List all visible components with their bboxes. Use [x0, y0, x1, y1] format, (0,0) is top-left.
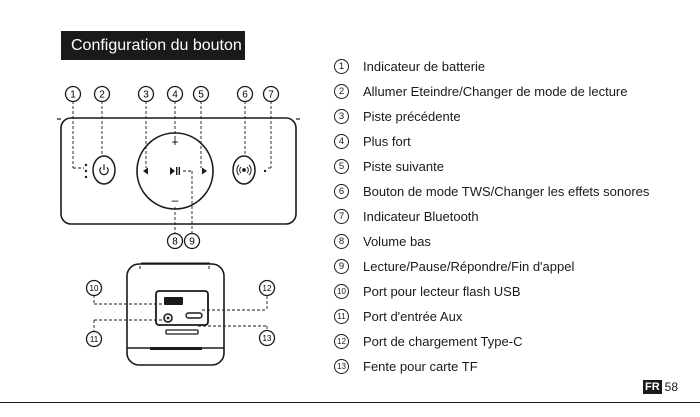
volume-up-plus[interactable]: +	[171, 135, 178, 149]
callout-5: 5	[192, 85, 210, 103]
svg-text:7: 7	[268, 90, 274, 101]
callout-3: 3	[137, 85, 155, 103]
section-title: Configuration du bouton	[61, 31, 245, 60]
svg-text:6: 6	[242, 90, 248, 101]
legend-text: Indicateur Bluetooth	[363, 209, 479, 224]
callout-8: 8	[166, 232, 184, 250]
legend-text: Piste suivante	[363, 159, 444, 174]
callout-10: 10	[85, 279, 103, 297]
legend-text: Volume bas	[363, 234, 431, 249]
legend-text: Piste précédente	[363, 109, 461, 124]
legend-list: 1 Indicateur de batterie 2 Allumer Eteindr…	[334, 54, 674, 379]
leader-lines-rear	[93, 295, 268, 331]
legend-text: Fente pour carte TF	[363, 359, 478, 374]
triangle-left-icon[interactable]	[143, 167, 148, 175]
legend-item: 10 Port pour lecteur flash USB	[334, 279, 674, 304]
legend-text: Indicateur de batterie	[363, 59, 486, 74]
svg-text:1: 1	[70, 90, 76, 101]
bluetooth-indicator-dot	[263, 169, 267, 173]
legend-item: 9 Lecture/Pause/Répondre/Fin d'appel	[334, 254, 674, 279]
speaker-top-view	[57, 117, 300, 225]
svg-text:11: 11	[90, 335, 99, 344]
legend-item: 3 Piste précédente	[334, 104, 674, 129]
callout-7: 7	[262, 85, 280, 103]
legend-number: 1	[334, 59, 349, 74]
legend-text: Port pour lecteur flash USB	[363, 284, 521, 299]
legend-text: Plus fort	[363, 134, 411, 149]
leader-lines-top	[72, 101, 272, 233]
power-button[interactable]	[92, 155, 116, 185]
bottom-rule	[0, 402, 700, 403]
tf-card-slot[interactable]	[165, 329, 199, 335]
legend-number: 10	[334, 284, 349, 299]
svg-text:5: 5	[198, 90, 204, 101]
legend-number: 2	[334, 84, 349, 99]
legend-text: Lecture/Pause/Répondre/Fin d'appel	[363, 259, 575, 274]
speaker-rear-view	[126, 262, 225, 366]
callout-1: 1	[64, 85, 82, 103]
port-panel	[155, 290, 209, 335]
callout-13: 13	[258, 329, 276, 347]
legend-number: 12	[334, 334, 349, 349]
page-number: 58	[664, 380, 679, 394]
legend-text: Port de chargement Type-C	[363, 334, 523, 349]
legend-item: 6 Bouton de mode TWS/Changer les effets s…	[334, 179, 674, 204]
legend-item: 8 Volume bas	[334, 229, 674, 254]
svg-text:8: 8	[172, 237, 178, 248]
volume-down-minus[interactable]: –	[172, 193, 179, 207]
callout-6: 6	[236, 85, 254, 103]
svg-text:4: 4	[172, 90, 178, 101]
tws-signal-icon	[236, 164, 252, 176]
legend-number: 7	[334, 209, 349, 224]
legend-number: 11	[334, 309, 349, 324]
play-pause-icon[interactable]	[170, 167, 180, 175]
battery-indicator-dots	[84, 163, 88, 179]
callout-12: 12	[258, 279, 276, 297]
legend-text: Bouton de mode TWS/Changer les effets so…	[363, 184, 650, 199]
tws-button[interactable]	[232, 155, 256, 185]
legend-item: 1 Indicateur de batterie	[334, 54, 674, 79]
legend-item: 13 Fente pour carte TF	[334, 354, 674, 379]
legend-item: 2 Allumer Eteindre/Changer de mode de lec…	[334, 79, 674, 104]
legend-number: 9	[334, 259, 349, 274]
callout-2: 2	[93, 85, 111, 103]
legend-item: 4 Plus fort	[334, 129, 674, 154]
triangle-right-icon[interactable]	[202, 167, 207, 175]
callout-11: 11	[85, 330, 103, 348]
legend-number: 3	[334, 109, 349, 124]
usb-port[interactable]	[164, 297, 183, 305]
page-footer: FR 58	[643, 380, 678, 394]
legend-item: 5 Piste suivante	[334, 154, 674, 179]
legend-item: 7 Indicateur Bluetooth	[334, 204, 674, 229]
svg-text:2: 2	[99, 90, 105, 101]
legend-text: Allumer Eteindre/Changer de mode de lect…	[363, 84, 628, 99]
legend-number: 6	[334, 184, 349, 199]
legend-number: 13	[334, 359, 349, 374]
svg-text:9: 9	[189, 237, 195, 248]
legend-number: 4	[334, 134, 349, 149]
callout-4: 4	[166, 85, 184, 103]
control-wheel[interactable]: + –	[136, 132, 214, 210]
svg-text:12: 12	[263, 284, 272, 293]
usb-c-port[interactable]	[185, 312, 203, 319]
aux-port[interactable]	[163, 313, 173, 323]
legend-item: 12 Port de chargement Type-C	[334, 329, 674, 354]
svg-text:10: 10	[90, 284, 99, 293]
callout-9: 9	[183, 232, 201, 250]
power-icon	[99, 164, 109, 176]
legend-item: 11 Port d'entrée Aux	[334, 304, 674, 329]
legend-number: 5	[334, 159, 349, 174]
legend-number: 8	[334, 234, 349, 249]
svg-text:3: 3	[143, 90, 149, 101]
legend-text: Port d'entrée Aux	[363, 309, 463, 324]
language-badge: FR	[643, 380, 662, 394]
svg-text:13: 13	[263, 334, 272, 343]
